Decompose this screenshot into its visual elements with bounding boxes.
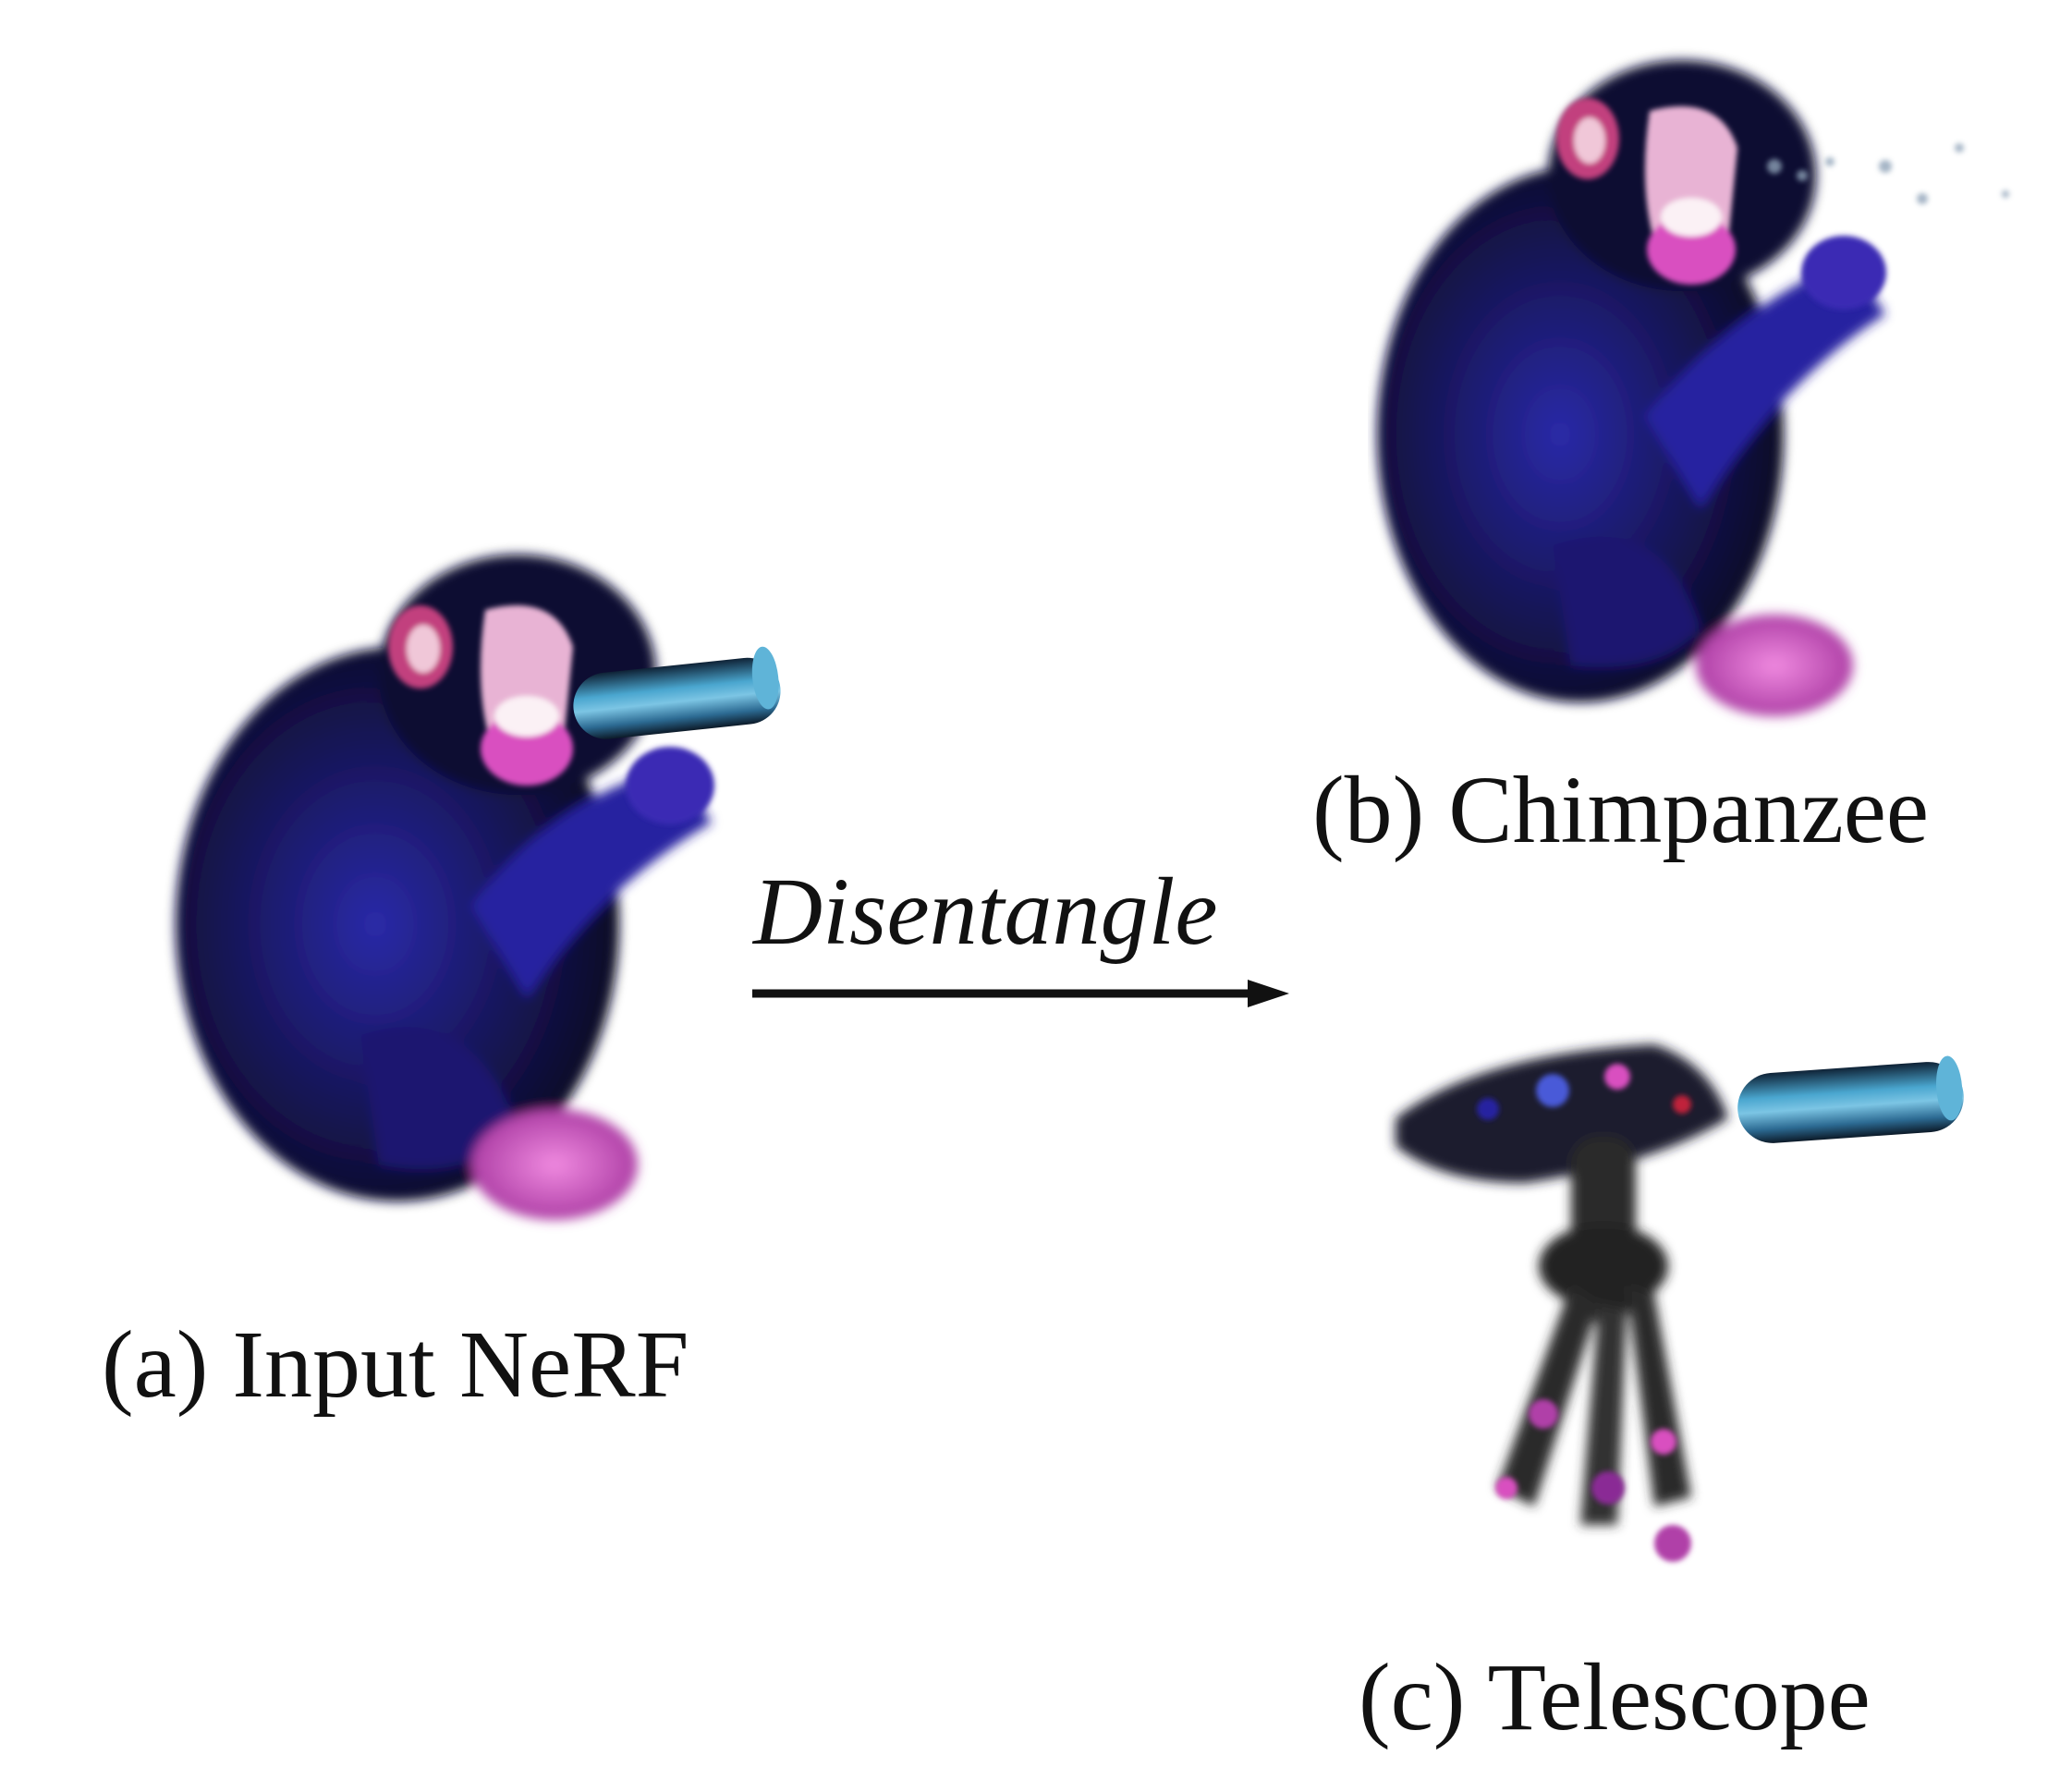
disentangle-label: Disentangle	[753, 859, 1218, 965]
telescope-image	[1396, 1044, 1964, 1562]
telescope-panel	[1377, 1007, 1987, 1599]
chimpanzee-caption: (b) Chimpanzee	[1312, 757, 1930, 863]
input-nerf-image	[176, 555, 781, 1220]
chimpanzee-image	[1377, 60, 2009, 716]
telescope-caption: (c) Telescope	[1359, 1644, 1871, 1750]
chimpanzee-panel	[1368, 28, 2033, 730]
input-nerf-caption: (a) Input NeRF	[102, 1311, 689, 1418]
disentangle-arrow	[752, 980, 1289, 1007]
input-nerf-panel	[120, 518, 841, 1257]
